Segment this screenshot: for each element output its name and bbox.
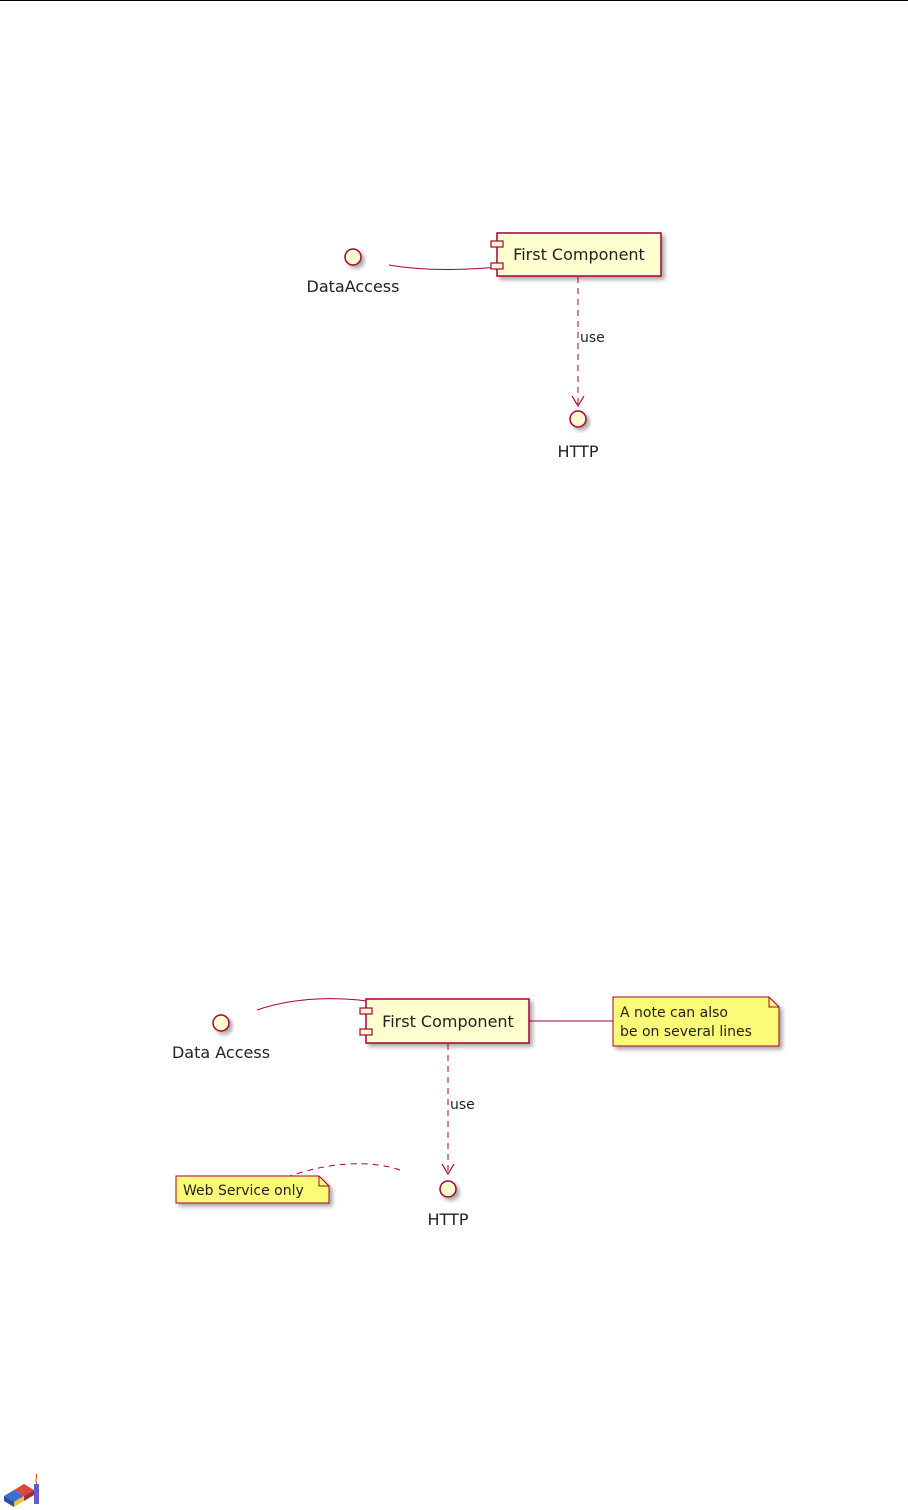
dependency-use-label: use — [580, 330, 605, 346]
interface-circle-icon — [344, 248, 362, 266]
interface-http-2[interactable]: HTTP — [428, 1180, 469, 1229]
interface-dataaccess-label: DataAccess — [307, 277, 400, 296]
interface-circle-icon — [569, 410, 587, 428]
component-first-label: First Component — [513, 245, 645, 264]
dependency-use-2-label: use — [450, 1097, 475, 1113]
component-first-2[interactable]: First Component — [359, 998, 530, 1044]
arrow-head — [441, 1163, 455, 1176]
logo-icon — [4, 1473, 39, 1507]
interface-circle-icon — [439, 1180, 457, 1198]
interface-circle-icon — [212, 1014, 230, 1032]
interface-http-label: HTTP — [558, 442, 599, 461]
note-link-left — [289, 1163, 401, 1177]
interface-data-access[interactable]: Data Access — [172, 1014, 270, 1062]
component-icon — [359, 1007, 373, 1015]
interface-http-2-label: HTTP — [428, 1210, 469, 1229]
note-right[interactable]: A note can also be on several lines — [612, 996, 780, 1047]
note-right-line2: be on several lines — [620, 1024, 752, 1040]
interface-data-access-label: Data Access — [172, 1043, 270, 1062]
interface-dataaccess[interactable]: DataAccess — [307, 248, 400, 296]
component-icon — [490, 262, 504, 270]
top-rule — [0, 0, 908, 1]
diagram-2: Data Access First Component A note can a… — [172, 996, 780, 1229]
note-right-line1: A note can also — [620, 1005, 728, 1021]
diagram-1: DataAccess First Component use HTTP — [307, 232, 662, 461]
note-icon — [612, 996, 780, 1047]
component-icon — [359, 1028, 373, 1036]
note-left-label: Web Service only — [183, 1183, 304, 1199]
component-icon — [490, 240, 504, 248]
arrow-head — [571, 395, 585, 408]
note-fold — [768, 997, 779, 1008]
component-first[interactable]: First Component — [490, 232, 662, 277]
component-box — [496, 232, 662, 277]
note-left[interactable]: Web Service only — [175, 1175, 330, 1204]
component-first-2-label: First Component — [382, 1012, 514, 1031]
note-icon — [175, 1175, 330, 1204]
interface-http[interactable]: HTTP — [558, 410, 599, 461]
note-fold — [318, 1176, 329, 1187]
